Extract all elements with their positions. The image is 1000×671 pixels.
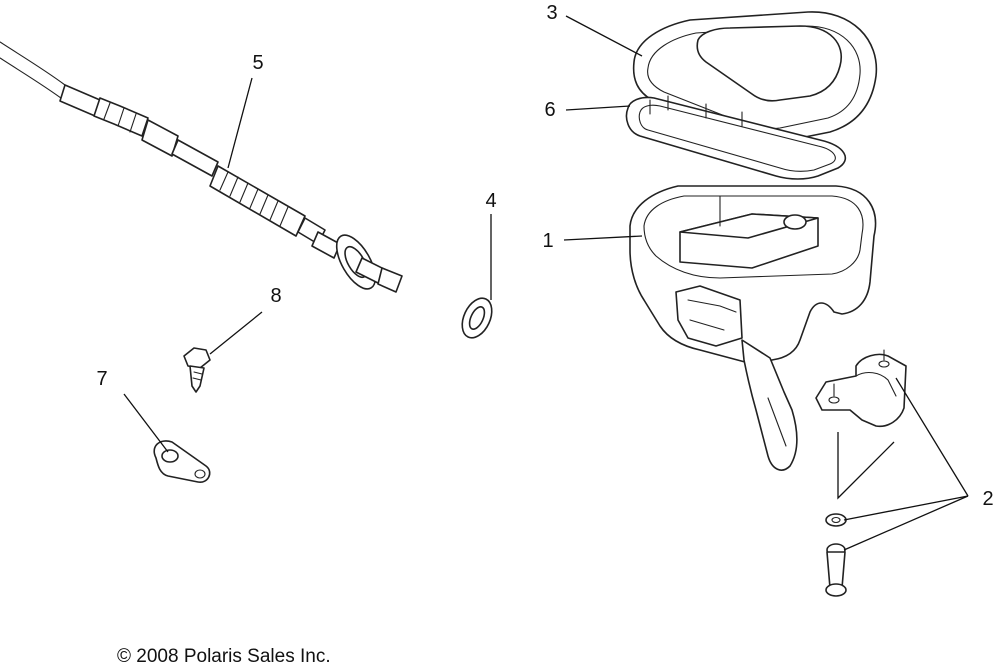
callout-4: 4 <box>485 190 496 212</box>
callout-5: 5 <box>252 52 263 74</box>
callout-8: 8 <box>270 285 281 307</box>
throttle-cable <box>0 41 403 293</box>
callout-3: 3 <box>546 2 557 24</box>
callout-1: 1 <box>542 230 553 252</box>
clamp-assembly <box>815 349 907 597</box>
callout-6: 6 <box>544 99 555 121</box>
push-rivet <box>183 347 211 393</box>
callout-7: 7 <box>96 368 107 390</box>
washer <box>461 297 493 339</box>
throttle-housing <box>629 185 877 471</box>
leader-lines <box>123 15 969 551</box>
gasket <box>625 95 847 180</box>
callout-2: 2 <box>982 488 993 510</box>
copyright-notice: © 2008 Polaris Sales Inc. <box>117 646 331 667</box>
cable-clip <box>153 440 211 483</box>
